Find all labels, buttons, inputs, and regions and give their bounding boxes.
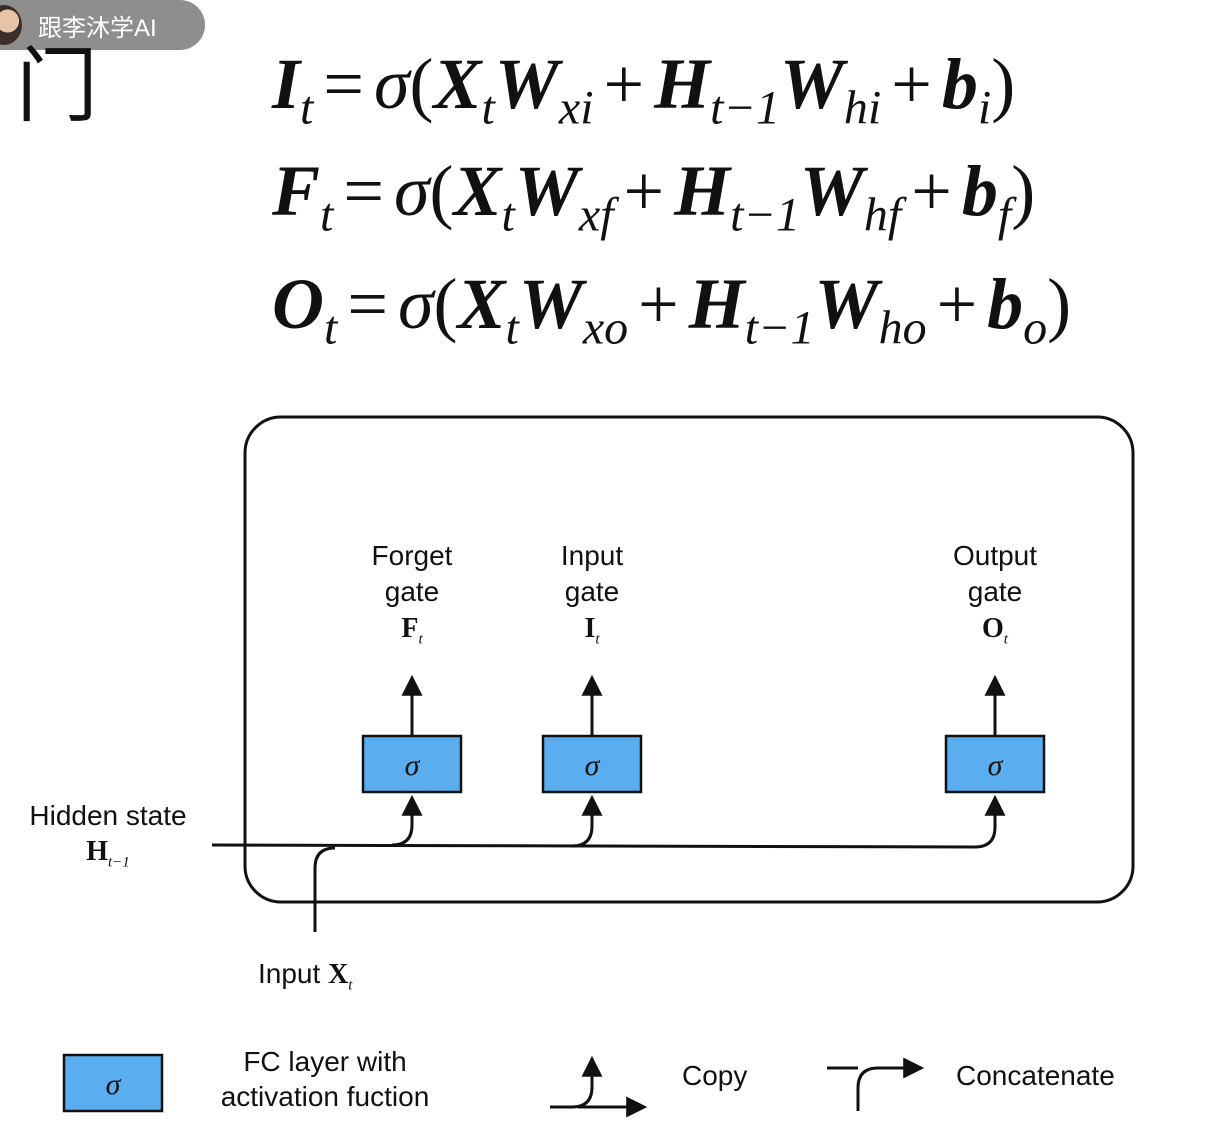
forget-gate-label: Forget gate Ft (371, 540, 453, 648)
equation-output-gate: Ot=σ(XtWxo+Ht−1Who+bo) (272, 264, 1072, 355)
forget-gate-box (361, 734, 463, 794)
hidden-to-forget-arrow (391, 794, 423, 847)
lstm-cell-border (243, 415, 1135, 904)
equation-forget-gate: Ft=σ(XtWxf+Ht−1Whf+bf) (272, 151, 1036, 242)
avatar (0, 5, 22, 45)
legend-fc-box (62, 1053, 164, 1113)
equation-input-gate: It=σ(XtWxi+Ht−1Whi+bi) (272, 44, 1016, 135)
input-gate-sigma: σ (584, 749, 600, 782)
channel-name: 跟李沐学AI (38, 15, 157, 42)
concatenate-legend-icon (856, 1057, 925, 1111)
forget-gate-sigma: σ (404, 749, 420, 782)
copy-legend-icon (550, 1055, 603, 1109)
hidden-state-line (211, 794, 1006, 849)
legend-copy-text: Copy (682, 1060, 748, 1091)
section-title: 门 (16, 39, 99, 134)
output-gate-label: Output gate Ot (952, 540, 1038, 648)
hidden-to-input-arrow (571, 794, 603, 848)
legend-concatenate-text: Concatenate (956, 1060, 1115, 1091)
input-x-line (313, 846, 336, 932)
output-gate-box (944, 734, 1046, 794)
output-gate-sigma: σ (987, 749, 1003, 782)
input-gate-box (541, 734, 643, 794)
input-x-label: Input Xt (258, 958, 353, 994)
channel-badge: 跟李沐学AI (0, 0, 205, 50)
legend-fc-sigma: σ (105, 1068, 121, 1101)
hidden-state-label: Hidden state Ht−1 (29, 800, 187, 871)
input-gate-label: Input gate It (560, 540, 624, 648)
legend-fc-text: FC layer with activation fuction (220, 1046, 430, 1112)
